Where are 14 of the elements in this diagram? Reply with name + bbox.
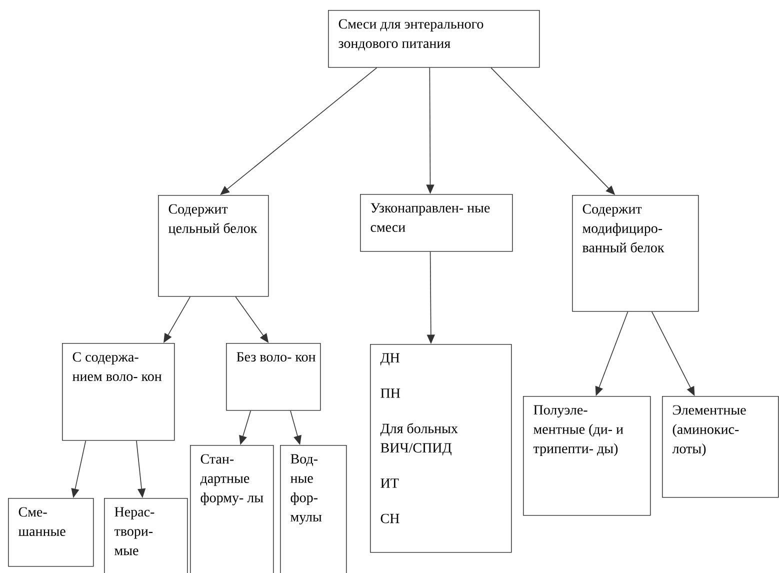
text-box: Сме- шанные (8, 498, 94, 567)
text-box: Без воло- кон (226, 343, 321, 411)
text-box: Стан- дартные форму- лы (190, 445, 274, 573)
text-box: Вод- ные фор- мулы (280, 445, 347, 573)
text-box: Содержит цельный белок (158, 195, 269, 297)
text-box: Нерас- твори- мые (104, 498, 188, 573)
arrow (220, 67, 378, 195)
text-box: С содержа- нием воло- кон (62, 343, 175, 441)
text-box: Элементные (аминокис- лоты) (662, 396, 779, 498)
text-box: ДН ПН Для больных ВИЧ/СПИД ИТ СН (370, 344, 512, 553)
text-box: Содержит модифициро- ванный белок (572, 195, 699, 312)
text-box: Полуэле- ментные (ди- и трипепти- ды) (523, 396, 651, 516)
text-box: Смеси для энтерального зондового питания (328, 10, 540, 68)
text-box: Узконаправлен- ные смеси (360, 194, 513, 252)
